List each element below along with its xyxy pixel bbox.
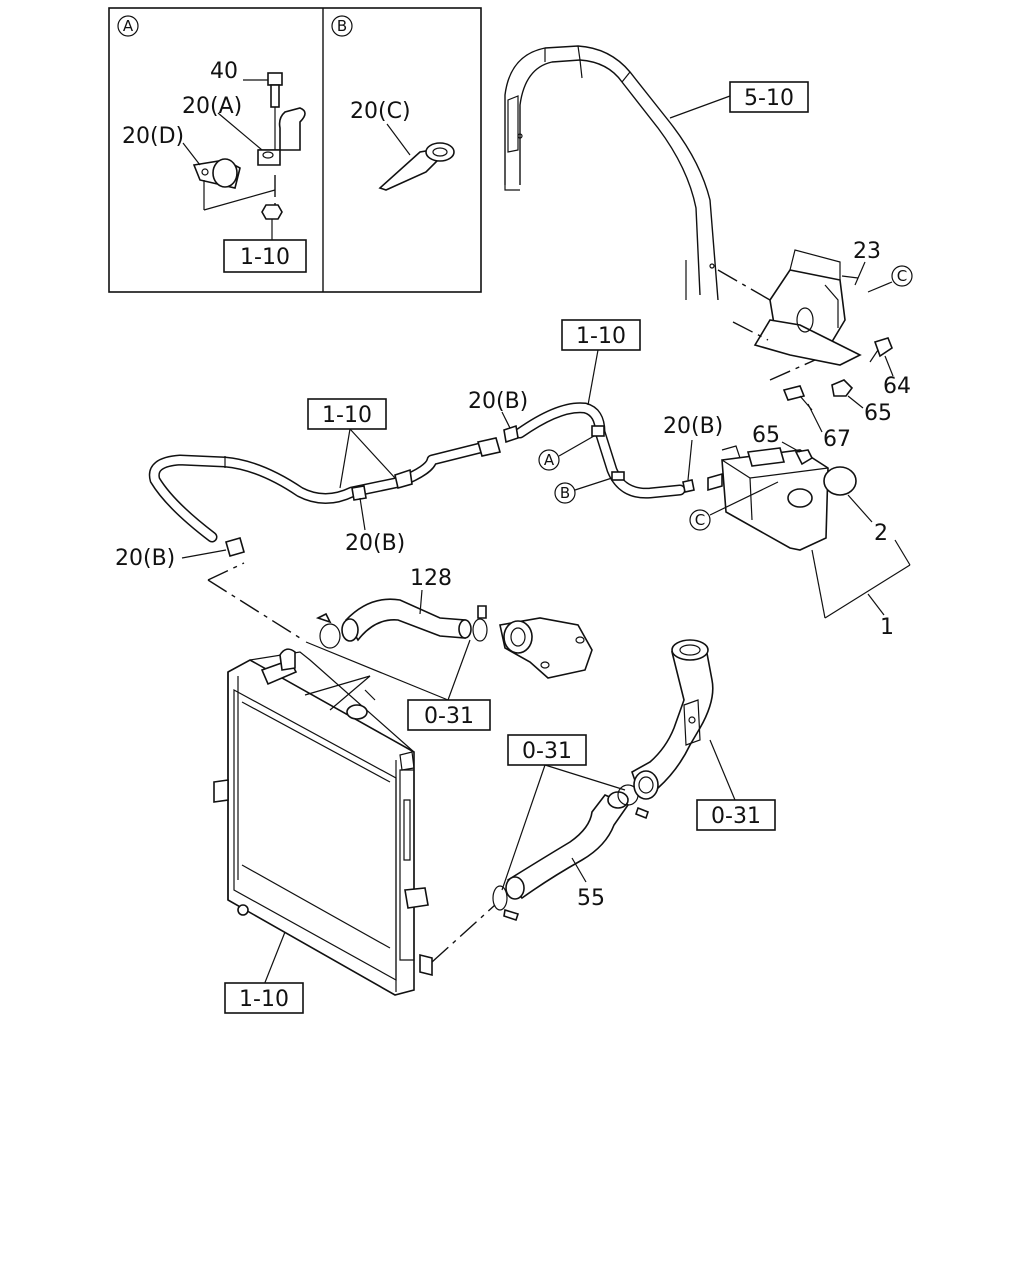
ref-box-inset xyxy=(223,239,307,273)
label-20d: 20(D) xyxy=(122,124,184,149)
label-1: 1 xyxy=(880,615,894,640)
fan-shroud xyxy=(504,45,719,301)
label-20b-mid: 20(B) xyxy=(345,531,405,556)
cap-2-icon xyxy=(823,466,857,496)
label-20b-left: 20(B) xyxy=(115,546,175,571)
ref-hose-lower: 0-31 xyxy=(522,739,572,764)
clamp-20d-icon xyxy=(192,158,241,189)
ref-shroud: 5-10 xyxy=(744,86,794,111)
marker-b-pipe: B xyxy=(554,482,576,504)
clip-20b-left-icon xyxy=(225,537,245,557)
marker-c-bracket: C xyxy=(891,265,913,287)
label-40: 40 xyxy=(210,59,238,84)
marker-c-tank: C xyxy=(689,509,711,531)
label-20b-right: 20(B) xyxy=(663,414,723,439)
svg-text:C: C xyxy=(695,511,705,529)
clamp-lower-left-icon xyxy=(492,885,520,922)
bolt-67-icon xyxy=(782,385,813,411)
label-128: 128 xyxy=(410,566,452,591)
ref-mid-pipe: 1-10 xyxy=(576,324,626,349)
clip-20b-right-icon xyxy=(682,479,695,493)
label-65-top: 65 xyxy=(864,401,892,426)
ref-box-hose-right xyxy=(696,799,776,831)
ref-inset-a: 1-10 xyxy=(240,245,290,270)
label-20c: 20(C) xyxy=(350,99,411,124)
marker-a-pipe: A xyxy=(538,449,560,471)
nut-icon xyxy=(261,204,283,220)
thermostat-outlet xyxy=(499,617,593,679)
nut-65-icon xyxy=(831,379,854,397)
bracket-20a-icon xyxy=(257,107,306,166)
ref-box-left-pipe xyxy=(307,398,387,430)
ref-box-hose-top xyxy=(407,699,491,731)
label-67: 67 xyxy=(823,427,851,452)
label-23: 23 xyxy=(853,239,881,264)
bolt-40-icon xyxy=(267,72,283,150)
label-20a: 20(A) xyxy=(182,94,242,119)
clamp-outlet-icon xyxy=(472,605,488,642)
svg-text:A: A xyxy=(544,451,555,469)
ref-box-shroud xyxy=(729,81,809,113)
label-20b-top: 20(B) xyxy=(468,389,528,414)
label-55: 55 xyxy=(577,886,605,911)
clamp-hose-top-icon xyxy=(315,612,341,649)
label-2: 2 xyxy=(874,521,888,546)
ref-box-hose-lower xyxy=(507,734,587,766)
reserve-tank xyxy=(707,445,829,551)
ref-box-mid-pipe xyxy=(561,319,641,351)
tank-bracket xyxy=(753,249,862,366)
svg-text:B: B xyxy=(560,484,570,502)
bolt-64-icon xyxy=(869,337,893,363)
coolant-pipe-left xyxy=(148,437,502,543)
radiator xyxy=(213,648,433,996)
water-pipe xyxy=(631,639,714,800)
svg-text:B: B xyxy=(337,17,347,35)
label-64: 64 xyxy=(883,374,911,399)
coolant-pipe-mid xyxy=(514,402,686,499)
marker-a-inset: A xyxy=(117,15,139,37)
hose-55 xyxy=(505,791,630,900)
ref-box-radiator xyxy=(224,982,304,1014)
label-65-tank: 65 xyxy=(752,423,780,448)
ref-radiator: 1-10 xyxy=(239,987,289,1012)
ref-hose-right: 0-31 xyxy=(711,804,761,829)
clip-20b-top-icon xyxy=(503,424,519,444)
clip-20b-mid-icon xyxy=(351,485,367,501)
hose-128 xyxy=(341,598,472,642)
detail-inset: A B 40 20(A) 20(D) xyxy=(108,7,482,293)
marker-b-inset: B xyxy=(331,15,353,37)
clip-20c-icon xyxy=(378,142,455,191)
svg-text:A: A xyxy=(123,17,134,35)
nut-65-tank-icon xyxy=(794,449,814,466)
ref-hose-top: 0-31 xyxy=(424,704,474,729)
ref-left-pipe: 1-10 xyxy=(322,403,372,428)
svg-text:C: C xyxy=(897,267,907,285)
